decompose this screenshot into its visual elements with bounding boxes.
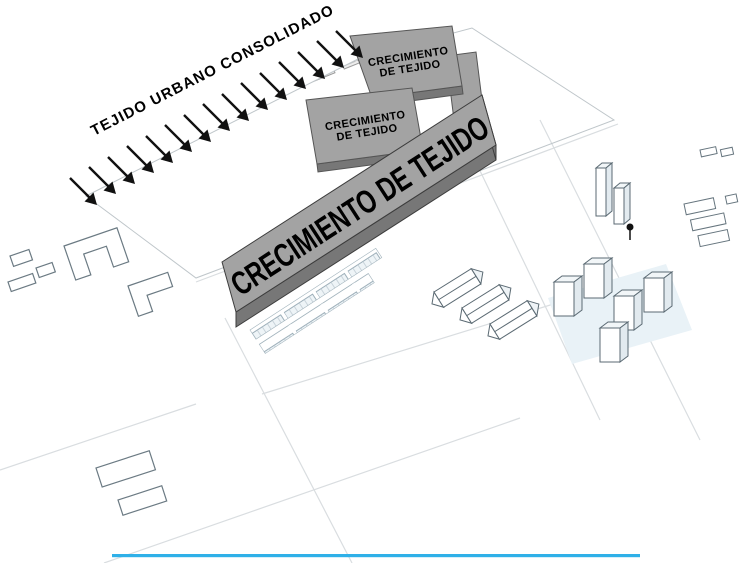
tower-building: [643, 271, 673, 313]
fabric-center-right: [0, 69, 116, 246]
flow-arrow-icon: [296, 50, 327, 81]
blocks-far-right: [683, 193, 739, 248]
fabric-consolidated-outline: [85, 27, 616, 279]
small-building: [7, 272, 37, 293]
slab-building: [95, 449, 157, 488]
blocks-lower-left: [0, 0, 100, 143]
small-building: [697, 228, 731, 248]
flow-arrow-icon: [315, 39, 346, 70]
flow-arrow-icon: [258, 71, 289, 102]
flow-arrow-icon: [182, 113, 213, 144]
flow-arrow-icon: [220, 92, 251, 123]
bottom-accent-line: [112, 554, 640, 558]
growth-block-top-face: [349, 25, 463, 99]
strips-below-bar: [249, 247, 383, 354]
slab-building: [117, 485, 168, 516]
tower-building: [599, 321, 629, 363]
flow-arrow-icon: [87, 165, 118, 196]
small-building: [9, 248, 34, 268]
small-building: [724, 193, 739, 205]
fabric-bottom-center: [262, 332, 363, 396]
tower-building: [553, 275, 583, 317]
rowhouses-bottom-right-small: [0, 85, 75, 238]
small-building: [35, 261, 57, 279]
small-building: [699, 146, 718, 158]
flow-arrow-icon: [201, 102, 232, 133]
flow-arrow-icon: [277, 60, 308, 91]
tall-slab-building: [594, 161, 614, 218]
consolidated-fabric-label: TEJIDO URBANO CONSOLIDADO: [88, 1, 337, 139]
tower-building: [583, 257, 613, 299]
small-building: [719, 146, 735, 158]
flow-arrow-icon: [106, 155, 137, 186]
tree-icon: [626, 223, 634, 240]
growth-block-top: CRECIMIENTO DE TEJIDO: [349, 25, 464, 107]
buildings-lower-left: [7, 227, 174, 516]
growth-bar-top-face: [221, 94, 497, 313]
courtyard-building: [63, 227, 130, 281]
flow-arrow-icon: [68, 176, 99, 207]
flow-arrow-icon: [239, 81, 270, 112]
blocks-top-right: [699, 146, 735, 158]
tower-cluster: [553, 161, 673, 363]
small-building: [683, 197, 717, 216]
rowhouses-left: [0, 0, 135, 173]
small-building: [689, 212, 727, 232]
l-shaped-building: [127, 271, 174, 318]
tall-slab-building: [612, 181, 632, 226]
flow-arrow-icon: [163, 123, 194, 154]
gable-buildings: [426, 263, 545, 345]
rowhouses-bottom-right: [0, 45, 272, 382]
